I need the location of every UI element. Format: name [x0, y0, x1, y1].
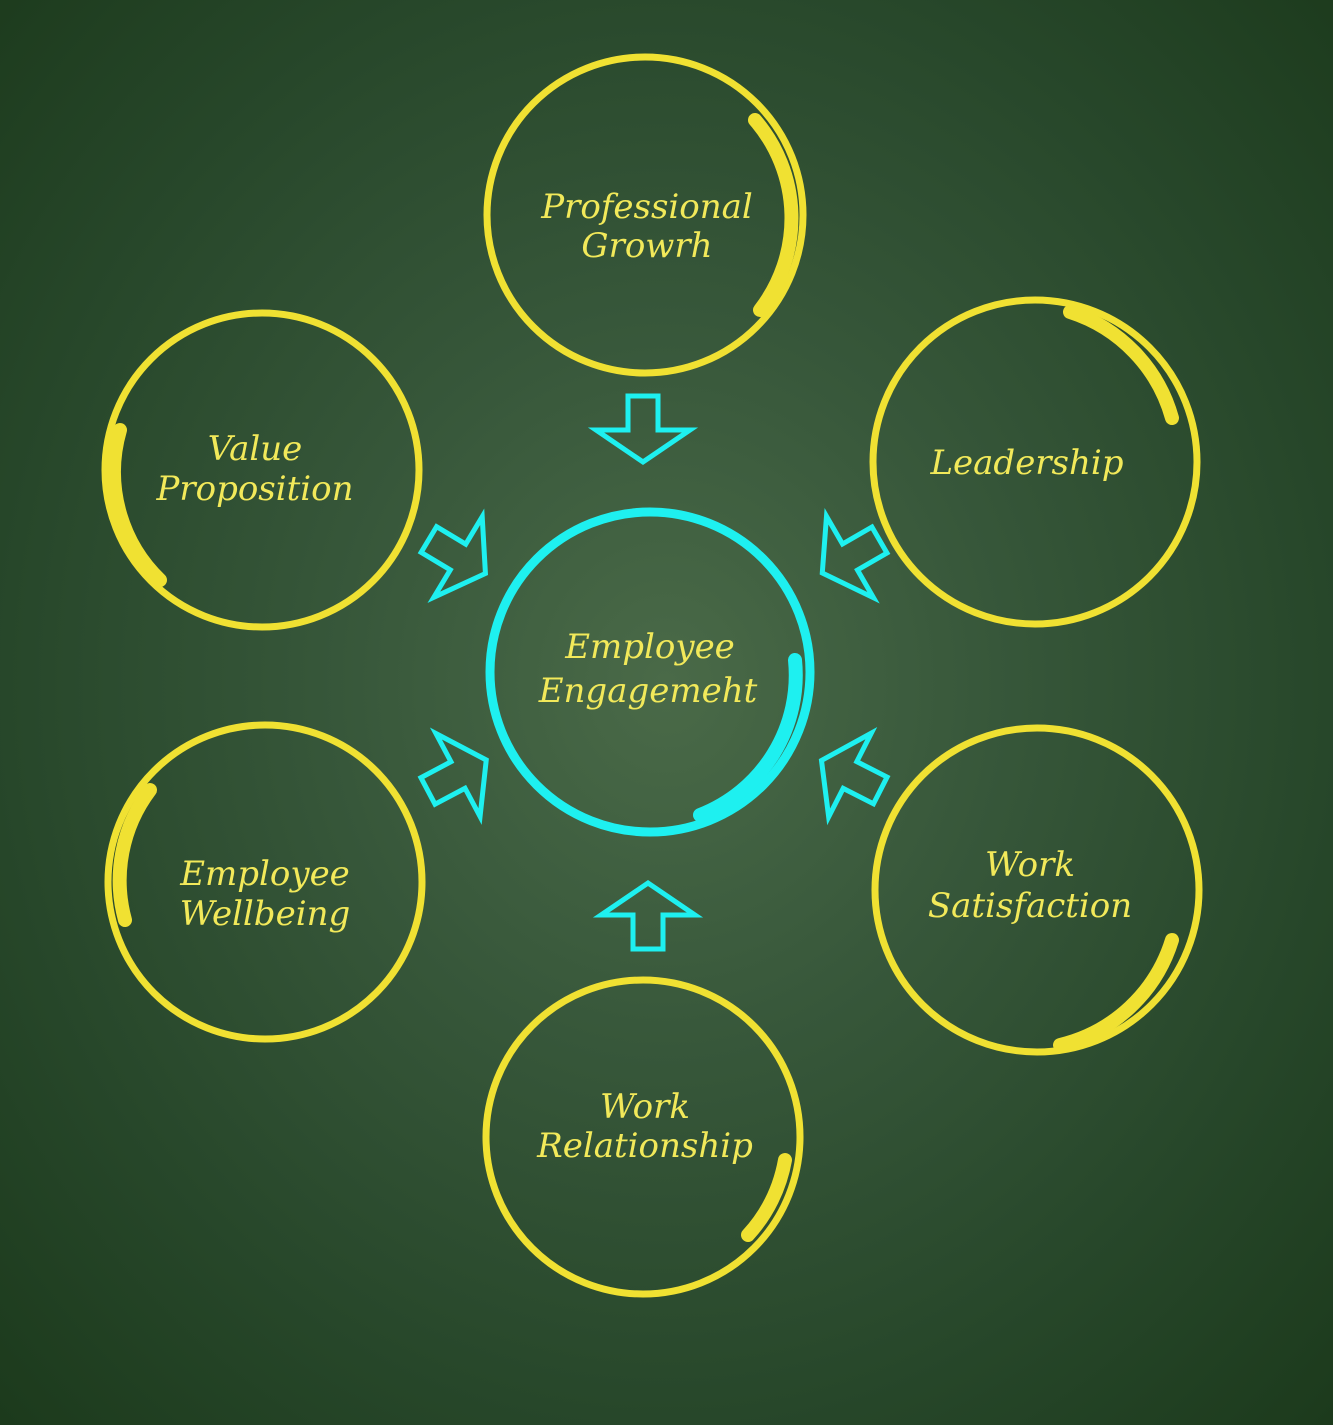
center-node-employee-engagement: Employee Engagemeht	[485, 507, 815, 837]
node-label-line1: Work	[600, 1087, 690, 1127]
node-ring-accent	[112, 783, 157, 927]
node-label-line1: Leadership	[929, 443, 1123, 483]
node-ring	[101, 309, 423, 631]
node-work-relationship: Work Relationship	[482, 976, 804, 1298]
node-ring-accent	[741, 1153, 792, 1242]
arrow-work-relationship-icon	[601, 883, 695, 949]
node-label-line1: Value	[208, 429, 303, 469]
node-ring	[483, 53, 807, 377]
node-label-line2: Satisfaction	[928, 886, 1132, 926]
node-ring-accent	[748, 113, 799, 317]
arrow-professional-growth-icon	[596, 396, 690, 462]
center-label-line1: Employee	[564, 627, 735, 667]
node-label-line1: Work	[985, 845, 1075, 885]
node-leadership: Leadership	[869, 296, 1201, 628]
node-ring-accent	[1063, 305, 1179, 425]
node-work-satisfaction: Work Satisfaction	[871, 724, 1203, 1056]
node-label-line1: Employee	[179, 854, 350, 894]
arrow-value-proposition-icon	[405, 499, 510, 614]
node-professional-growth: Professional Growrh	[483, 53, 807, 377]
node-value-proposition: Value Proposition	[101, 309, 423, 631]
center-ring	[485, 507, 815, 837]
center-ring-accent	[693, 653, 803, 822]
node-ring	[482, 976, 804, 1298]
node-ring	[871, 724, 1203, 1056]
node-label-line2: Wellbeing	[180, 894, 350, 934]
node-label-line1: Professional	[540, 187, 753, 227]
arrow-employee-wellbeing-icon	[406, 718, 508, 832]
arrow-work-satisfaction-icon	[800, 719, 901, 833]
node-label-line2: Relationship	[536, 1126, 753, 1166]
node-ring	[104, 721, 426, 1043]
node-label-line2: Proposition	[155, 469, 353, 509]
node-ring	[869, 296, 1201, 628]
node-ring-accent	[1053, 933, 1179, 1052]
center-label-line2: Engagemeht	[538, 671, 758, 711]
node-employee-wellbeing: Employee Wellbeing	[104, 721, 426, 1043]
node-label-line2: Growrh	[581, 226, 712, 266]
arrow-leadership-icon	[799, 499, 903, 613]
node-ring-accent	[107, 423, 167, 587]
